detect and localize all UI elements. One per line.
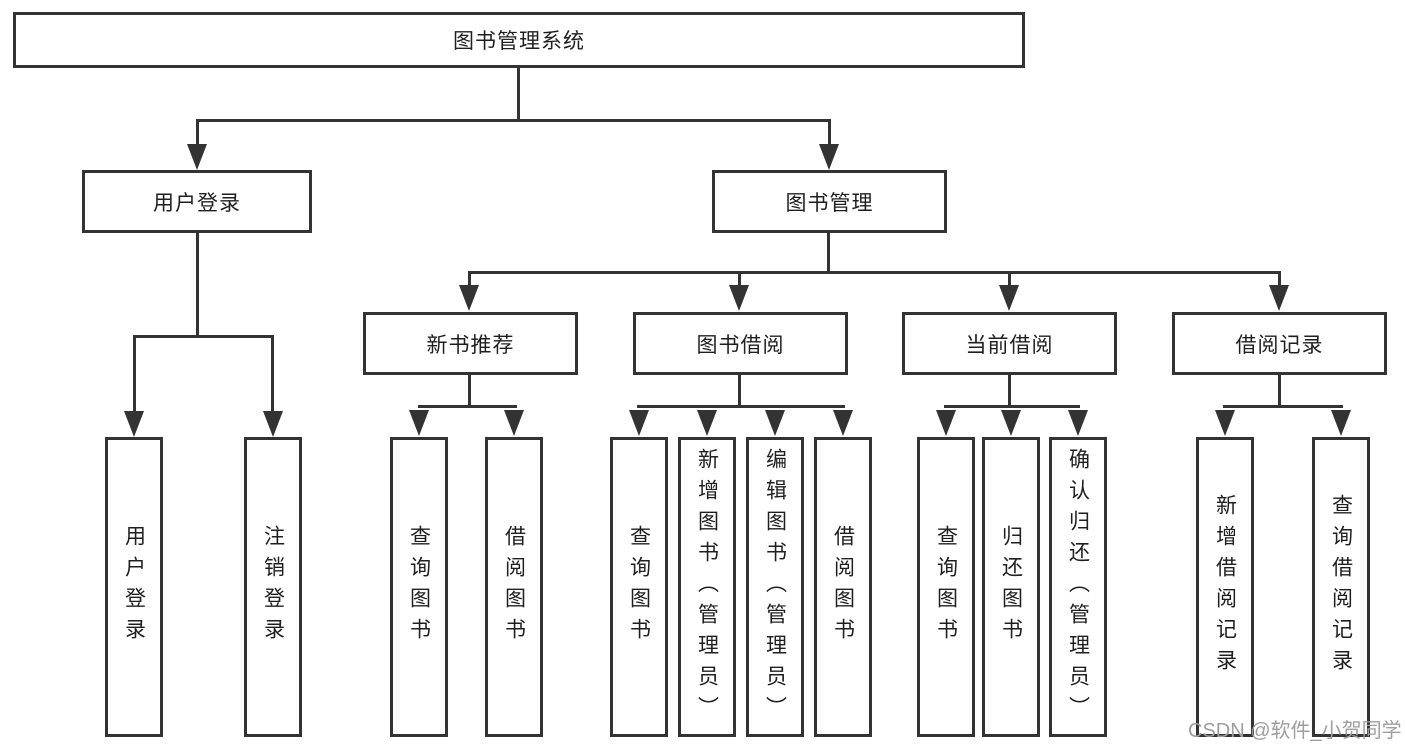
leaf-query-books-1: 查询图书 [390, 437, 448, 737]
arrow-down-icon [729, 285, 749, 311]
connector-line [133, 335, 136, 413]
arrow-down-icon [999, 285, 1019, 311]
connector-line [468, 271, 471, 287]
leaf-label: 新增借阅记录 [1213, 494, 1237, 680]
arrow-down-icon [833, 410, 853, 436]
arrow-down-icon [263, 411, 283, 437]
arrow-down-icon [1001, 410, 1021, 436]
connector-line [196, 119, 831, 122]
arrow-down-icon [1331, 410, 1351, 436]
leaf-label: 注销登录 [261, 525, 285, 649]
node-label: 图书借阅 [696, 333, 785, 357]
leaf-label: 查询图书 [934, 525, 958, 649]
arrow-down-icon [1215, 410, 1235, 436]
leaf-add-books-admin: 新增图书（管理员） [678, 437, 736, 737]
connector-line [827, 233, 830, 273]
leaf-label: 借阅图书 [502, 525, 526, 649]
connector-line [1008, 375, 1011, 408]
leaf-label: 新增图书（管理员） [695, 447, 719, 727]
leaf-query-borrow-record: 查询借阅记录 [1312, 437, 1370, 737]
arrow-down-icon [629, 410, 649, 436]
arrow-down-icon [1068, 410, 1088, 436]
leaf-label: 用户登录 [122, 525, 146, 649]
connector-line [1278, 271, 1281, 287]
connector-line [1223, 405, 1343, 408]
arrow-down-icon [936, 410, 956, 436]
arrow-down-icon [697, 410, 717, 436]
leaf-label: 借阅图书 [831, 525, 855, 649]
arrow-down-icon [124, 411, 144, 437]
connector-line [828, 119, 831, 146]
leaf-label: 归还图书 [999, 525, 1023, 649]
leaf-edit-books-admin: 编辑图书（管理员） [746, 437, 804, 737]
node-book-mgmt: 图书管理 [712, 170, 947, 233]
connector-line [196, 233, 199, 337]
connector-line [944, 405, 1080, 408]
node-label: 当前借阅 [965, 333, 1054, 357]
connector-line [196, 119, 199, 146]
node-borrow-records: 借阅记录 [1172, 312, 1387, 375]
node-book-borrow: 图书借阅 [633, 312, 848, 375]
leaf-borrow-books-1: 借阅图书 [485, 437, 543, 737]
connector-line [517, 68, 520, 121]
connector-line [468, 271, 1281, 274]
leaf-label: 查询图书 [627, 525, 651, 649]
connector-line [738, 375, 741, 408]
node-label: 新书推荐 [426, 333, 515, 357]
arrow-down-icon [409, 410, 429, 436]
leaf-label: 确认归还（管理员） [1066, 447, 1090, 727]
arrow-down-icon [459, 285, 479, 311]
root-node-label: 图书管理系统 [453, 30, 585, 53]
arrow-down-icon [819, 144, 839, 170]
node-user-login: 用户登录 [82, 170, 312, 233]
connector-line [418, 405, 517, 408]
leaf-label: 查询借阅记录 [1329, 494, 1353, 680]
root-node: 图书管理系统 [13, 12, 1025, 68]
arrow-down-icon [1269, 285, 1289, 311]
connector-line [271, 335, 274, 413]
connector-line [637, 405, 845, 408]
leaf-label: 编辑图书（管理员） [763, 447, 787, 727]
leaf-add-borrow-record: 新增借阅记录 [1196, 437, 1254, 737]
leaf-borrow-books-2: 借阅图书 [814, 437, 872, 737]
node-new-books: 新书推荐 [363, 312, 578, 375]
arrow-down-icon [765, 410, 785, 436]
leaf-user-login: 用户登录 [105, 437, 163, 737]
node-label: 借阅记录 [1235, 333, 1324, 357]
leaf-return-books: 归还图书 [982, 437, 1040, 737]
node-label: 图书管理 [785, 191, 874, 215]
connector-line [1008, 271, 1011, 287]
watermark-text: CSDN @软件_小贺同学 [1188, 720, 1402, 742]
leaf-logout: 注销登录 [244, 437, 302, 737]
leaf-query-books-2: 查询图书 [610, 437, 668, 737]
leaf-confirm-return-admin: 确认归还（管理员） [1049, 437, 1107, 737]
leaf-label: 查询图书 [407, 525, 431, 649]
node-current-borrow: 当前借阅 [902, 312, 1117, 375]
node-label: 用户登录 [153, 191, 241, 215]
connector-line [468, 375, 471, 408]
arrow-down-icon [504, 410, 524, 436]
connector-line [738, 271, 741, 287]
arrow-down-icon [187, 144, 207, 170]
leaf-query-books-3: 查询图书 [917, 437, 975, 737]
connector-line [133, 335, 274, 338]
connector-line [1278, 375, 1281, 408]
